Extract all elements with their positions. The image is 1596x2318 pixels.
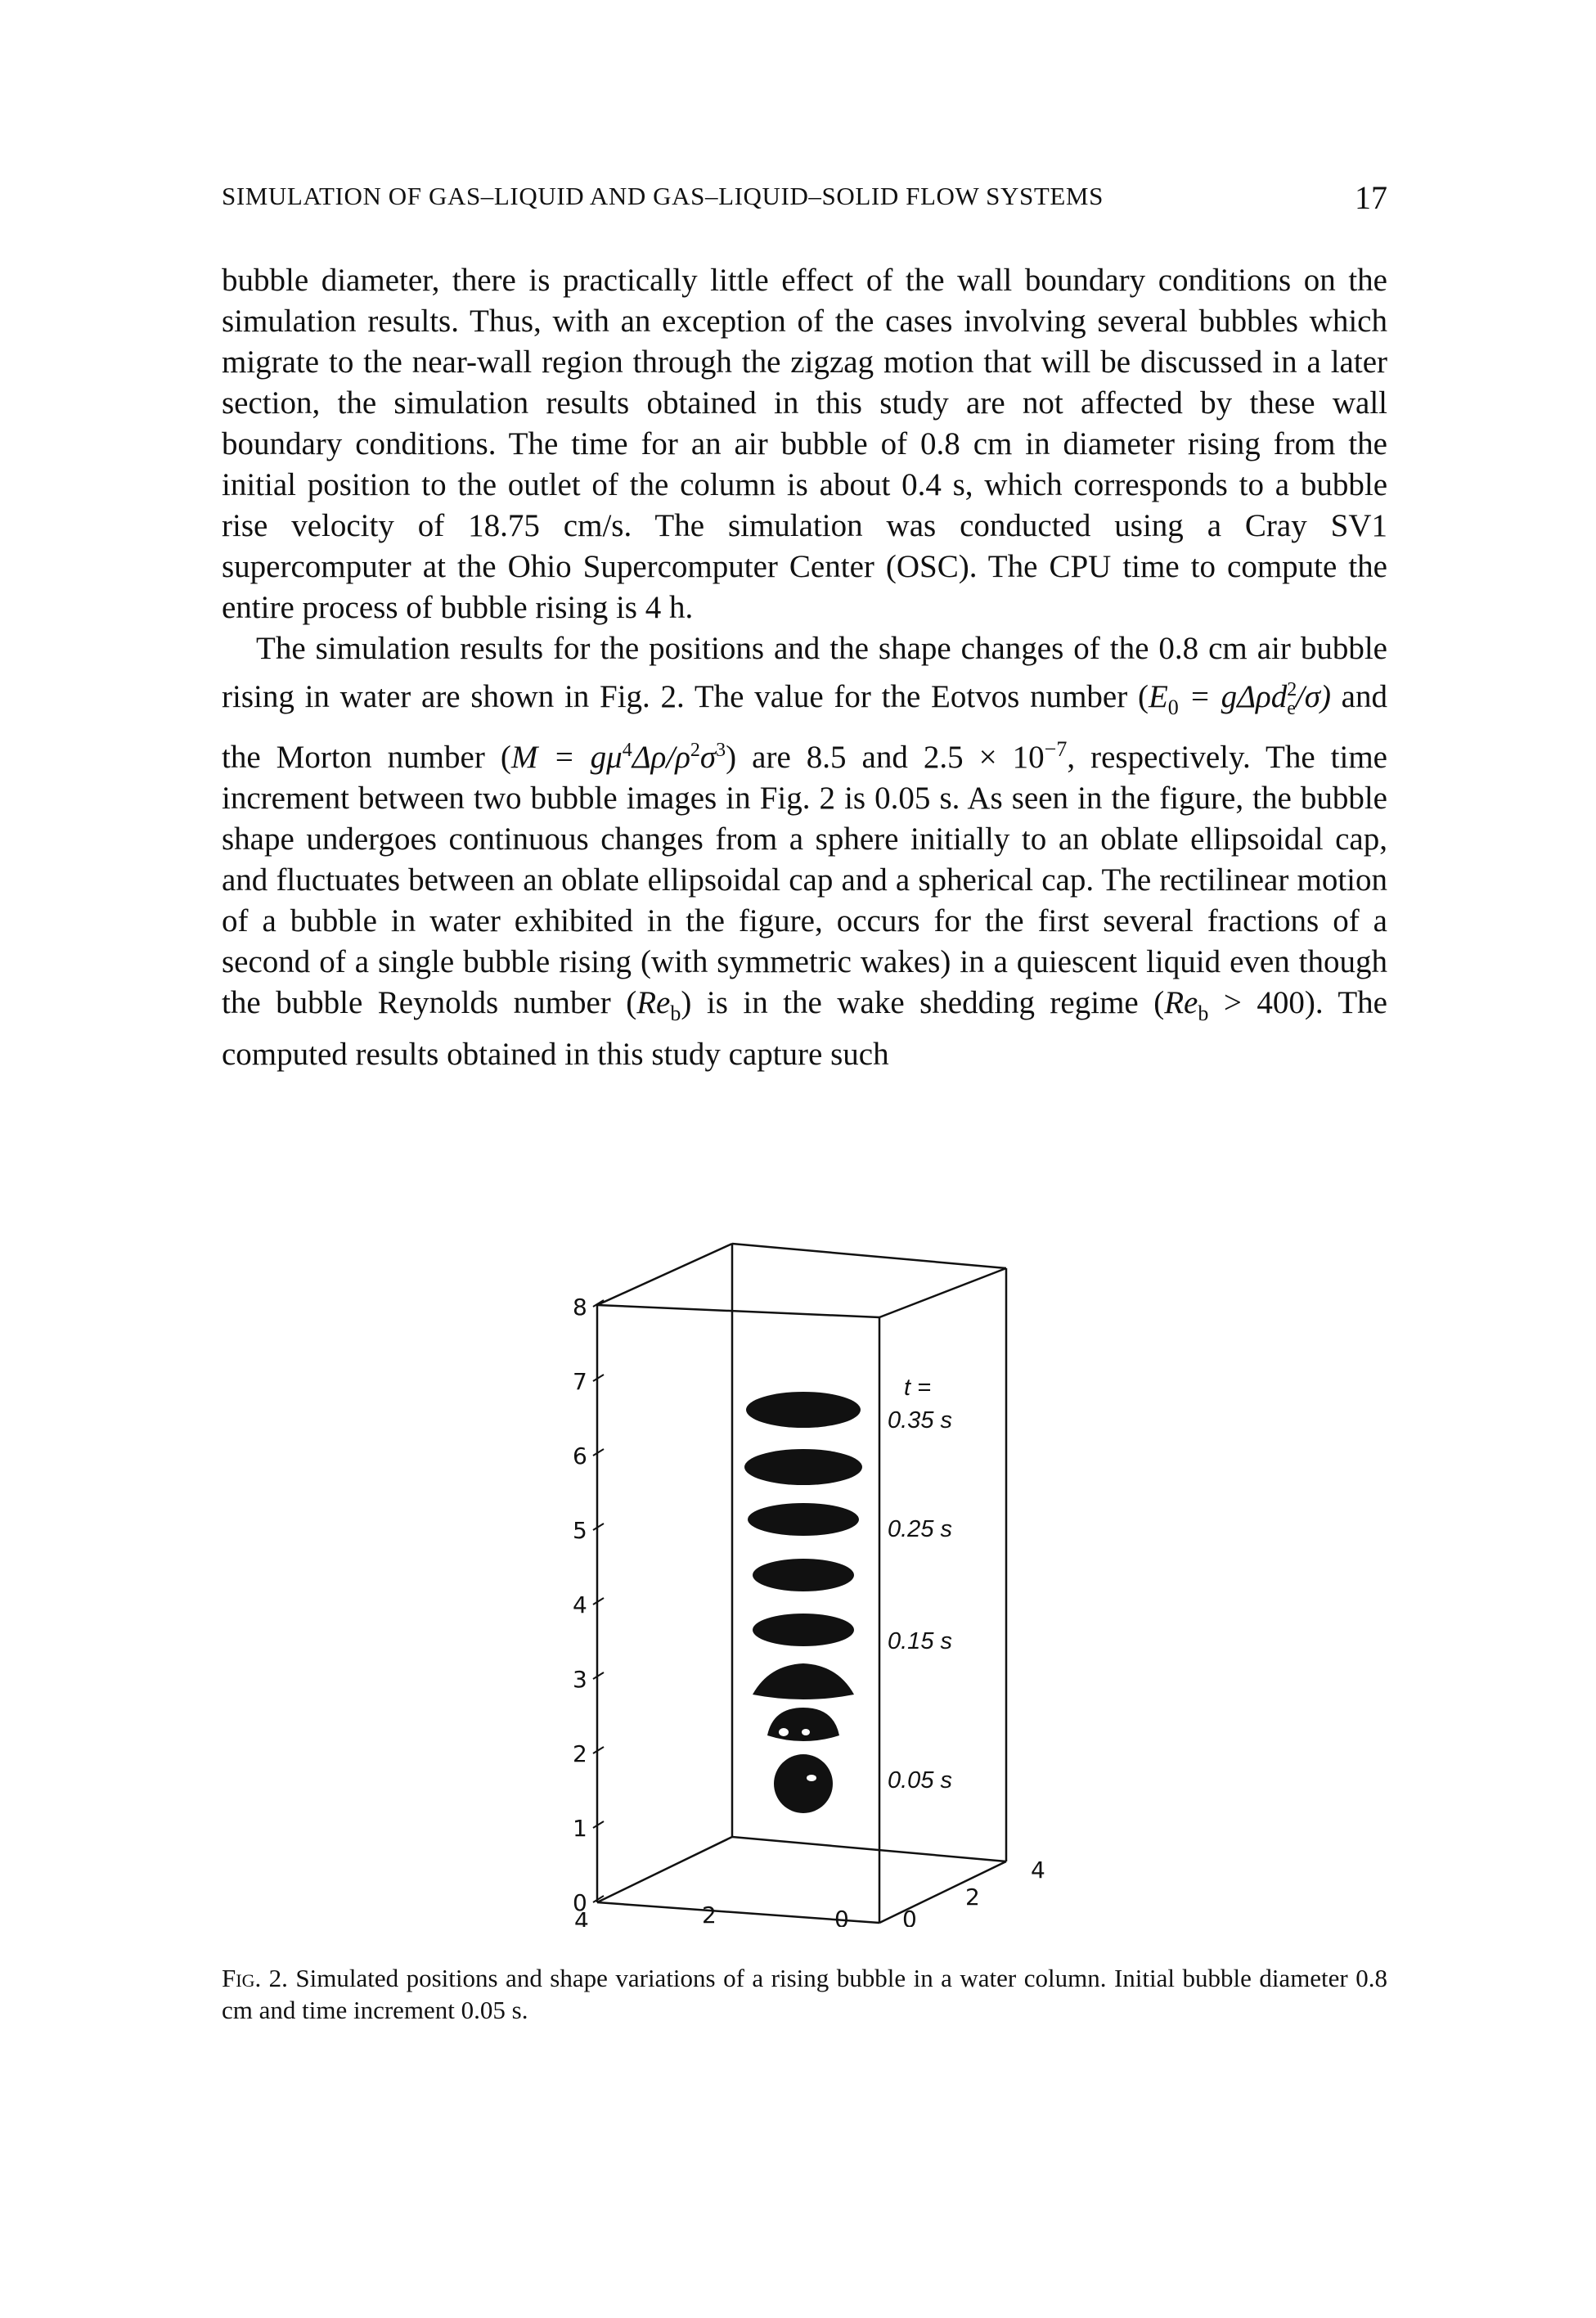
text-run: The simulation results for the positions… [222, 631, 1387, 714]
bubble-t-0.00 [774, 1754, 833, 1813]
text-run: > 400). The computed results obtained in… [222, 984, 1387, 1072]
eotvos-tail: /σ) [1295, 679, 1331, 714]
page-number: 17 [1355, 179, 1387, 216]
z-tick [592, 1821, 605, 1829]
z-tick-label: 2 [573, 1740, 587, 1767]
z-tick-label: 1 [573, 1815, 587, 1842]
bubble-t-0.10 [753, 1663, 854, 1699]
page-header: SIMULATION OF GAS–LIQUID AND GAS–LIQUID–… [222, 179, 1387, 223]
x-tick-label: 0 [834, 1906, 849, 1927]
time-labels: t = 0.35 s 0.25 s 0.15 s 0.05 s [888, 1375, 952, 1794]
time-header: t = [904, 1375, 931, 1401]
z-tick [592, 1299, 605, 1308]
bubble-highlight [779, 1728, 789, 1736]
time-label: 0.05 s [888, 1767, 952, 1794]
bubble-t-0.35 [746, 1392, 861, 1428]
time-label: 0.25 s [888, 1516, 952, 1542]
paragraph-2: The simulation results for the positions… [222, 628, 1387, 1075]
column-frame [596, 1242, 1008, 1924]
z-tick-label: 7 [573, 1368, 587, 1395]
frame-edge [596, 1835, 733, 1904]
bubble-highlights [779, 1728, 816, 1781]
z-tick [592, 1523, 605, 1531]
bubble-column-plot: 0 1 2 3 4 5 6 7 8 4 2 0 0 2 4 [573, 1242, 1045, 1927]
bubble-t-0.25 [748, 1503, 859, 1536]
eotvos-formula: = gΔρd [1178, 679, 1288, 714]
reynolds-sub: b [1198, 1001, 1209, 1025]
frame-edge [731, 1835, 1007, 1863]
morton-sup: 2 [690, 739, 700, 761]
caption-label: Fig. 2. [222, 1964, 288, 1992]
z-tick [592, 1597, 605, 1605]
z-tick [592, 1672, 605, 1680]
frame-edge [879, 1860, 1007, 1924]
z-tick-label: 0 [573, 1889, 587, 1916]
body-text: bubble diameter, there is practically li… [222, 260, 1387, 1075]
text-run: , respectively. The time increment betwe… [222, 739, 1387, 1020]
running-title: SIMULATION OF GAS–LIQUID AND GAS–LIQUID–… [222, 182, 1104, 210]
figure-2: 0 1 2 3 4 5 6 7 8 4 2 0 0 2 4 [491, 1231, 1088, 1927]
z-tick [592, 1374, 605, 1382]
x-axis-labels: 4 2 0 [574, 1902, 849, 1927]
text-run: ) is in the wake shedding regime ( [681, 984, 1165, 1020]
frame-edge [731, 1242, 1007, 1270]
reynolds-sub: b [670, 1001, 681, 1025]
morton-sigma: σ [699, 739, 717, 775]
eotvos-symbol: E [1148, 679, 1168, 714]
time-label: 0.15 s [888, 1628, 952, 1654]
exponent: −7 [1044, 736, 1068, 761]
morton-sup: 4 [622, 739, 632, 761]
paragraph-1: bubble diameter, there is practically li… [222, 263, 1387, 625]
figure-caption: Fig. 2. Simulated positions and shape va… [222, 1962, 1387, 2026]
z-tick-label: 8 [573, 1294, 587, 1321]
bubble-t-0.20 [753, 1559, 854, 1591]
frame-edge [596, 1303, 880, 1319]
z-tick [592, 1448, 605, 1456]
morton-formula-mid: Δρ/ρ [632, 739, 690, 775]
z-tick [592, 1895, 605, 1903]
frame-edge [596, 1901, 880, 1924]
eotvos-sup: 2 [1287, 679, 1297, 700]
y-tick-label: 0 [902, 1906, 917, 1927]
eotvos-sub-e: e [1287, 697, 1296, 719]
frame-edge [879, 1267, 1007, 1319]
text-run: are 8.5 and 2.5 × 10 [736, 739, 1045, 775]
eotvos-sub: 0 [1167, 695, 1179, 719]
bubble-t-0.30 [744, 1449, 862, 1485]
bubble-t-0.15 [753, 1614, 854, 1646]
y-tick-label: 4 [1031, 1857, 1045, 1884]
bubble-t-0.05 [767, 1708, 839, 1741]
z-tick [592, 1746, 605, 1754]
z-tick-label: 6 [573, 1443, 587, 1470]
reynolds-symbol: Re [636, 984, 671, 1020]
y-tick-label: 2 [965, 1884, 980, 1911]
frame-edge [596, 1242, 733, 1307]
z-tick-label: 3 [573, 1666, 587, 1693]
z-axis-labels: 0 1 2 3 4 5 6 7 8 [573, 1294, 587, 1916]
morton-close: ) [726, 739, 737, 775]
x-tick-label: 2 [702, 1902, 717, 1927]
morton-sup: 3 [716, 739, 726, 761]
bubbles [744, 1392, 862, 1813]
z-axis-ticks [592, 1299, 605, 1903]
morton-symbol: M [510, 739, 538, 775]
bubble-highlight [807, 1775, 816, 1781]
morton-formula: = gμ [537, 739, 623, 775]
y-axis-labels: 0 2 4 [902, 1857, 1045, 1927]
bubble-highlight [802, 1729, 810, 1735]
z-tick-label: 4 [573, 1591, 587, 1618]
text-run: and the Morton number ( [222, 679, 1387, 775]
z-tick-label: 5 [573, 1517, 587, 1544]
time-label: 0.35 s [888, 1407, 952, 1434]
x-tick-label: 4 [574, 1907, 589, 1927]
caption-text: Simulated positions and shape variations… [222, 1964, 1387, 2024]
reynolds-symbol: Re [1164, 984, 1198, 1020]
